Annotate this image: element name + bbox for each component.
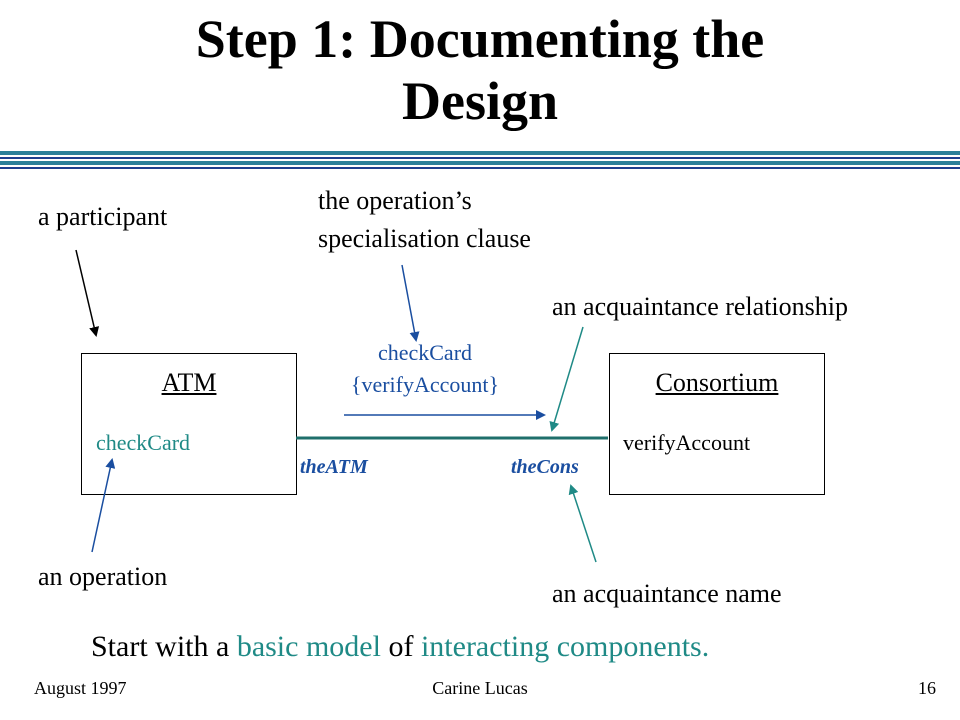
participant-label: a participant (38, 202, 168, 231)
summary-part-3: of (380, 630, 421, 663)
summary-part-1: Start with a (91, 630, 237, 663)
title-rule-2 (0, 157, 960, 159)
acquaintance-name-pointer-arrow (568, 484, 597, 563)
consortium-component-name: Consortium (655, 368, 779, 397)
atm-component-name: ATM (161, 368, 217, 397)
atm-operation: checkCard (96, 430, 191, 455)
role-left: theATM (300, 456, 368, 478)
summary-part-4: interacting components. (420, 630, 710, 663)
specialisation-pointer-arrow (401, 264, 420, 342)
title-line-2: Design (401, 71, 558, 131)
message-line-1: checkCard (377, 340, 473, 365)
footer-date: August 1997 (34, 678, 127, 698)
acquaintance-relationship-label: an acquaintance relationship (552, 292, 848, 321)
operation-pointer-arrow (91, 458, 116, 553)
participant-pointer-arrow (75, 249, 100, 337)
specialisation-label-line-2: specialisation clause (318, 224, 531, 253)
summary-sentence: Start with a basic model of interacting … (91, 628, 709, 666)
title-line-1: Step 1: Documenting the (195, 9, 765, 69)
title-rule-1 (0, 151, 960, 155)
consortium-component-box: Consortium verifyAccount (609, 353, 825, 495)
summary-part-2: basic model (236, 630, 381, 663)
operation-label: an operation (38, 562, 168, 591)
footer-author: Carine Lucas (432, 678, 528, 698)
consortium-operation: verifyAccount (623, 430, 751, 455)
relationship-pointer-arrow (549, 326, 584, 432)
acquaintance-name-label: an acquaintance name (552, 579, 782, 608)
role-right: theCons (511, 456, 579, 478)
title-rule-4 (0, 167, 960, 169)
specialisation-label-line-1: the operation’s (318, 186, 472, 215)
atm-component-box: ATM checkCard (81, 353, 297, 495)
slide-title: Step 1: Documenting the Design (0, 8, 960, 132)
footer-page-number: 16 (918, 678, 936, 698)
title-rule-3 (0, 161, 960, 165)
message-line-2: {verifyAccount} (350, 372, 500, 397)
